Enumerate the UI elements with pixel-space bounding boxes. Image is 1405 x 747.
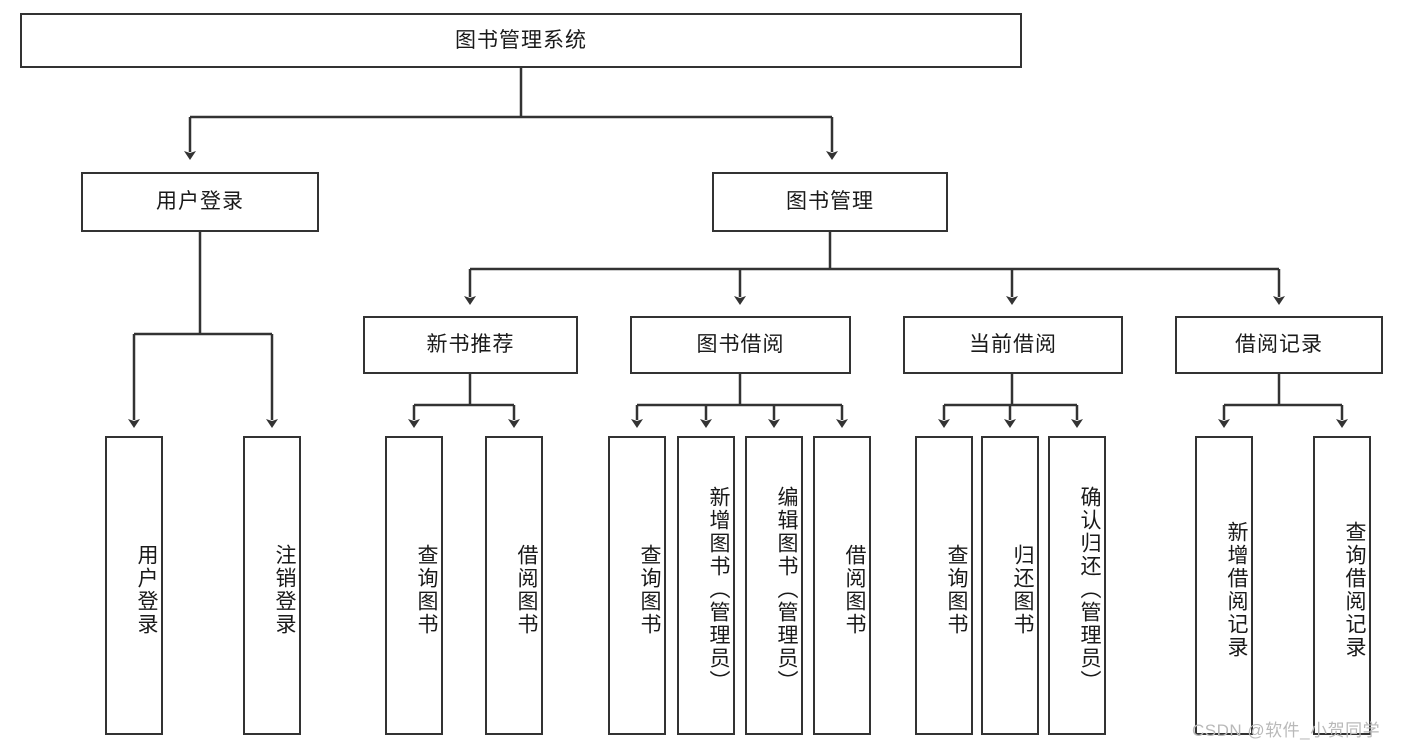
node-leaf-cb-confirm-return[interactable]: 确认归还（管理员） [1048, 436, 1106, 735]
node-leaf-cb-return-book[interactable]: 归还图书 [981, 436, 1039, 735]
node-borrow-record[interactable]: 借阅记录 [1175, 316, 1383, 374]
node-label: 注销登录 [273, 543, 296, 636]
node-label: 借阅图书 [515, 543, 538, 636]
node-label: 查询借阅记录 [1343, 520, 1366, 659]
node-leaf-cb-query-book[interactable]: 查询图书 [915, 436, 973, 735]
node-label: 图书借阅 [696, 333, 785, 357]
node-leaf-bb-add-book[interactable]: 新增图书（管理员） [677, 436, 735, 735]
node-new-book-recommend[interactable]: 新书推荐 [363, 316, 578, 374]
node-leaf-br-query-record[interactable]: 查询借阅记录 [1313, 436, 1371, 735]
node-label: 查询图书 [638, 543, 661, 636]
node-leaf-bb-edit-book[interactable]: 编辑图书（管理员） [745, 436, 803, 735]
node-label: 图书管理系统 [455, 28, 587, 52]
node-leaf-user-login[interactable]: 用户登录 [105, 436, 163, 735]
node-label: 用户登录 [156, 190, 244, 214]
node-label: 用户登录 [135, 543, 158, 636]
node-label: 新增图书（管理员） [707, 486, 730, 693]
node-label: 图书管理 [786, 190, 874, 214]
node-leaf-logout[interactable]: 注销登录 [243, 436, 301, 735]
node-user-login[interactable]: 用户登录 [81, 172, 319, 232]
node-leaf-nbr-query-book[interactable]: 查询图书 [385, 436, 443, 735]
node-label: 确认归还（管理员） [1078, 486, 1101, 693]
node-label: 当前借阅 [969, 333, 1057, 357]
node-leaf-bb-query-book[interactable]: 查询图书 [608, 436, 666, 735]
csdn-watermark: CSDN @软件_小贺同学 [1192, 721, 1381, 740]
node-label: 新增借阅记录 [1225, 520, 1248, 659]
node-label: 查询图书 [415, 543, 438, 636]
node-current-borrow[interactable]: 当前借阅 [903, 316, 1123, 374]
node-label: 新书推荐 [426, 333, 515, 357]
node-label: 查询图书 [945, 543, 968, 636]
node-label: 借阅记录 [1235, 333, 1323, 357]
node-root-system[interactable]: 图书管理系统 [20, 13, 1022, 68]
node-leaf-br-add-record[interactable]: 新增借阅记录 [1195, 436, 1253, 735]
node-label: 归还图书 [1011, 543, 1034, 636]
node-leaf-bb-borrow-book[interactable]: 借阅图书 [813, 436, 871, 735]
node-leaf-nbr-borrow-book[interactable]: 借阅图书 [485, 436, 543, 735]
node-label: 借阅图书 [843, 543, 866, 636]
node-book-borrow[interactable]: 图书借阅 [630, 316, 851, 374]
node-book-manage[interactable]: 图书管理 [712, 172, 948, 232]
node-label: 编辑图书（管理员） [775, 486, 798, 693]
